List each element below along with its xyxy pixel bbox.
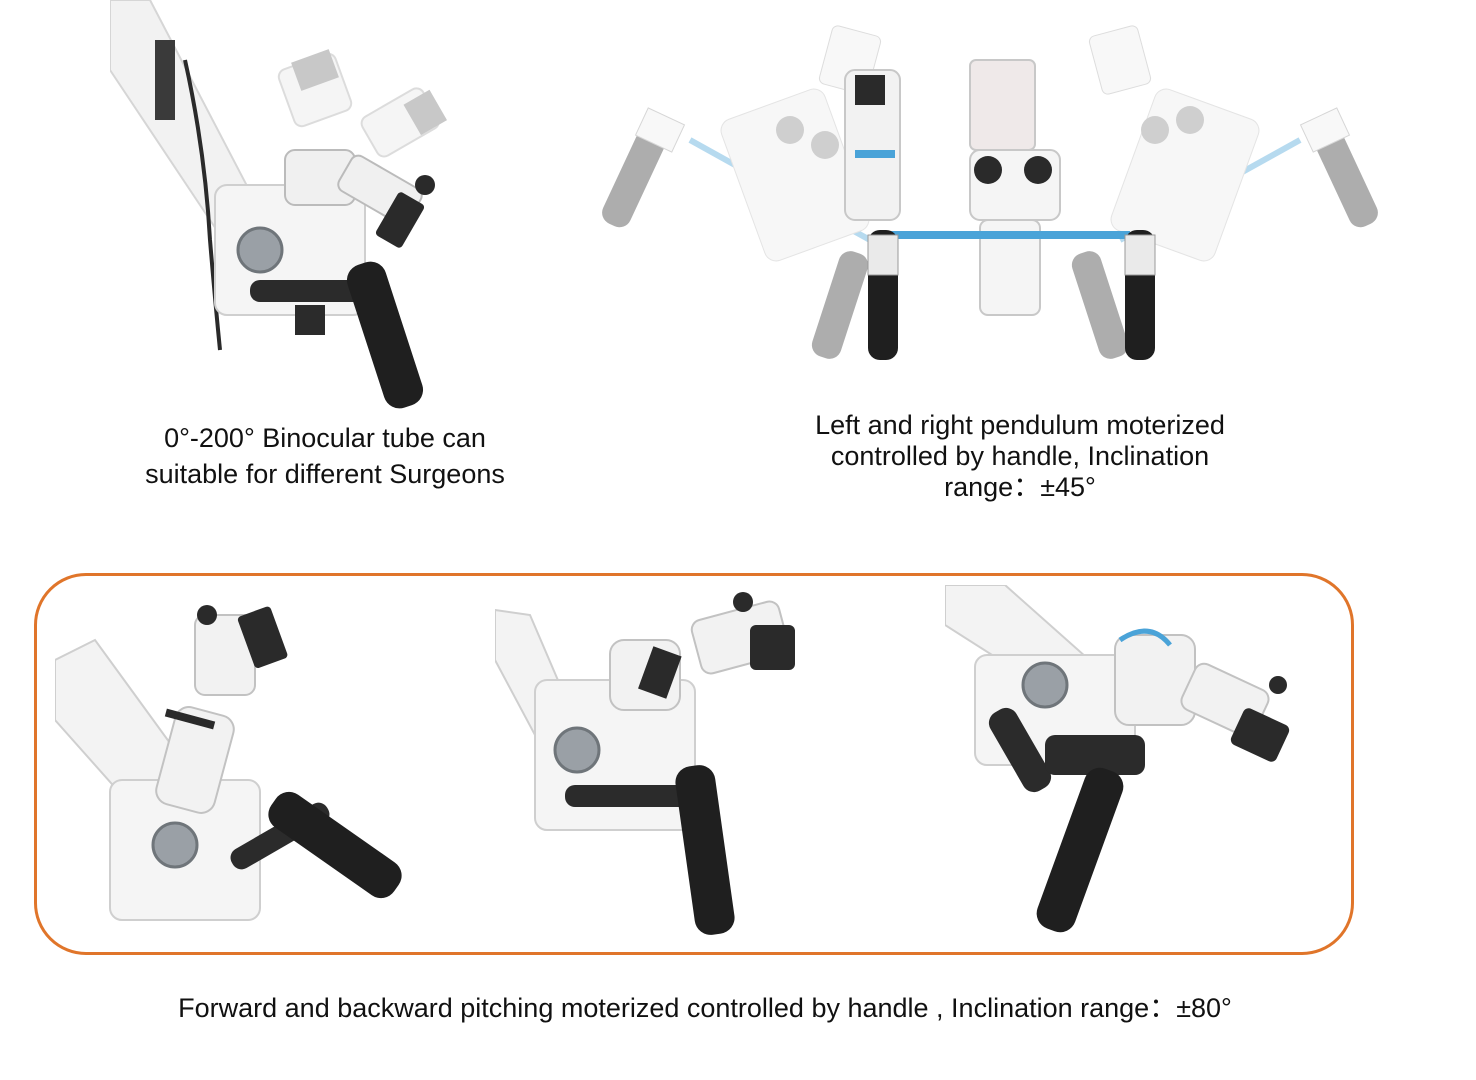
caption-pendulum-line2: controlled by handle, Inclination [830, 441, 1210, 471]
caption-pitching: Forward and backward pitching moterized … [60, 990, 1350, 1026]
figure-binocular-tube [110, 0, 470, 415]
caption-pendulum-line1: Left and right pendulum moterized [815, 410, 1225, 440]
microscope-pendulum-icon [602, 25, 1378, 360]
microscope-pitch-back-icon [945, 585, 1290, 933]
pitching-panel [34, 573, 1354, 955]
caption-binocular-line2: suitable for different Surgeons [145, 459, 505, 489]
caption-binocular: 0°-200° Binocular tube can suitable for … [100, 420, 550, 492]
microscope-binocular-icon [110, 0, 447, 409]
caption-binocular-line1: 0°-200° Binocular tube can [164, 423, 486, 453]
figure-pitch-neutral [495, 590, 815, 940]
figure-pitch-forward [55, 600, 435, 930]
caption-pitching-line1: Forward and backward pitching moterized … [178, 993, 1232, 1023]
microscope-pitch-neutral-icon [495, 592, 795, 935]
figure-pendulum [600, 20, 1390, 370]
figure-pitch-backward [945, 585, 1305, 935]
caption-pendulum: Left and right pendulum moterized contro… [760, 410, 1280, 503]
microscope-pitch-icon [55, 605, 402, 921]
caption-pendulum-line3: range：±45° [944, 472, 1096, 502]
